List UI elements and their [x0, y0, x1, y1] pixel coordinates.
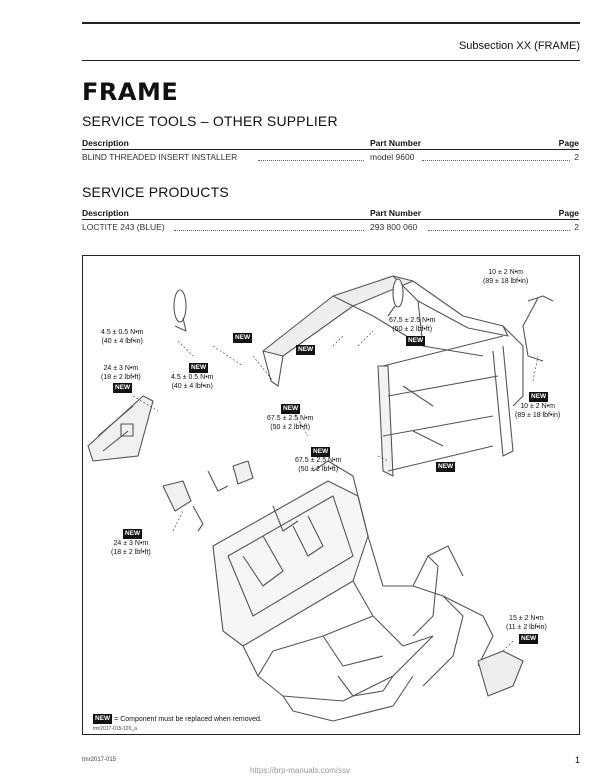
front-bracket	[477, 650, 524, 697]
col-description: Description	[82, 208, 129, 218]
new-badge: NEW	[189, 363, 209, 373]
torque-spec: 67.5 ± 2.5 N•m (50 ± 2 lbf•ft)	[295, 457, 342, 473]
torque-spec: 10 ± 2 N•m (89 ± 18 lbf•in)	[483, 269, 529, 285]
frame-exploded-figure: 10 ± 2 N•m (89 ± 18 lbf•in) 4.5 ± 0.5 N•…	[82, 255, 580, 735]
leader-dots	[422, 152, 570, 161]
mount-bracket	[162, 460, 254, 532]
new-badge: NEW	[233, 333, 253, 343]
col-page: Page	[558, 208, 579, 218]
col-page: Page	[558, 138, 579, 148]
torque-spec: 10 ± 2 N•m (89 ± 18 lbf•in)	[515, 403, 561, 419]
table-row: BLIND THREADED INSERT INSTALLER model 96…	[82, 150, 579, 162]
roll-cage	[262, 275, 524, 477]
new-badge: NEW	[436, 462, 456, 472]
torque-spec: 4.5 ± 0.5 N•m (40 ± 4 lbf•in)	[101, 329, 144, 345]
products-table: Description Part Number Page LOCTITE 243…	[82, 208, 579, 232]
col-description: Description	[82, 138, 129, 148]
products-heading: SERVICE PRODUCTS	[82, 184, 229, 200]
grab-handle	[522, 295, 554, 362]
source-url[interactable]: https://brp-manuals.com/ssv	[249, 766, 351, 775]
torque-spec: 24 ± 3 N•m (18 ± 2 lbf•ft)	[111, 540, 151, 556]
new-badge: NEW	[311, 447, 331, 457]
leader-dots	[428, 222, 570, 231]
new-badge: NEW	[406, 336, 426, 346]
leader-lines	[132, 330, 539, 652]
side-mirror	[173, 289, 187, 332]
new-badge: NEW	[296, 345, 316, 355]
header-rule	[82, 60, 580, 61]
new-badge: NEW	[93, 714, 113, 724]
main-chassis	[212, 460, 494, 722]
tools-heading: SERVICE TOOLS – OTHER SUPPLIER	[82, 113, 338, 129]
col-part-number: Part Number	[370, 138, 422, 148]
doc-code: tmr2017-015	[82, 757, 117, 763]
product-page: 2	[574, 222, 579, 232]
tools-table: Description Part Number Page BLIND THREA…	[82, 138, 579, 162]
new-badge: NEW	[281, 404, 301, 414]
tool-page: 2	[574, 152, 579, 162]
products-table-header: Description Part Number Page	[82, 208, 579, 220]
tool-part-number: model 9600	[370, 152, 415, 162]
new-badge: NEW	[519, 634, 539, 644]
frame-drawing	[87, 275, 554, 722]
legend-text: = Component must be replaced when remove…	[114, 715, 262, 723]
torque-spec: 15 ± 2 N•m (11 ± 2 lbf•in)	[506, 615, 547, 631]
torque-spec: 24 ± 3 N•m (18 ± 2 lbf•ft)	[101, 365, 141, 381]
subsection-header: Subsection XX (FRAME)	[458, 40, 580, 52]
leader-dots	[174, 222, 364, 231]
figure-legend: NEW = Component must be replaced when re…	[93, 714, 262, 724]
page-title: FRAME	[82, 78, 179, 106]
page-number: 1	[574, 755, 580, 765]
panel-bracket	[87, 395, 154, 462]
torque-spec: 67.5 ± 2.5 N•m (50 ± 2 lbf•ft)	[389, 317, 436, 333]
product-description: LOCTITE 243 (BLUE)	[82, 222, 165, 232]
tool-description: BLIND THREADED INSERT INSTALLER	[82, 152, 238, 162]
product-part-number: 293 800 060	[370, 222, 418, 232]
tools-table-header: Description Part Number Page	[82, 138, 579, 150]
table-row: LOCTITE 243 (BLUE) 293 800 060 2	[82, 220, 579, 232]
top-rule	[82, 22, 580, 24]
torque-spec: 4.5 ± 0.5 N•m (40 ± 4 lbf•in)	[171, 374, 214, 390]
new-badge: NEW	[113, 383, 133, 393]
col-part-number: Part Number	[370, 208, 422, 218]
new-badge: NEW	[123, 529, 143, 539]
new-badge: NEW	[529, 392, 549, 402]
leader-dots	[258, 152, 364, 161]
figure-code: tmr2017-015-120_a	[93, 726, 137, 732]
torque-spec: 67.5 ± 2.5 N•m (50 ± 2 lbf•ft)	[267, 415, 314, 431]
